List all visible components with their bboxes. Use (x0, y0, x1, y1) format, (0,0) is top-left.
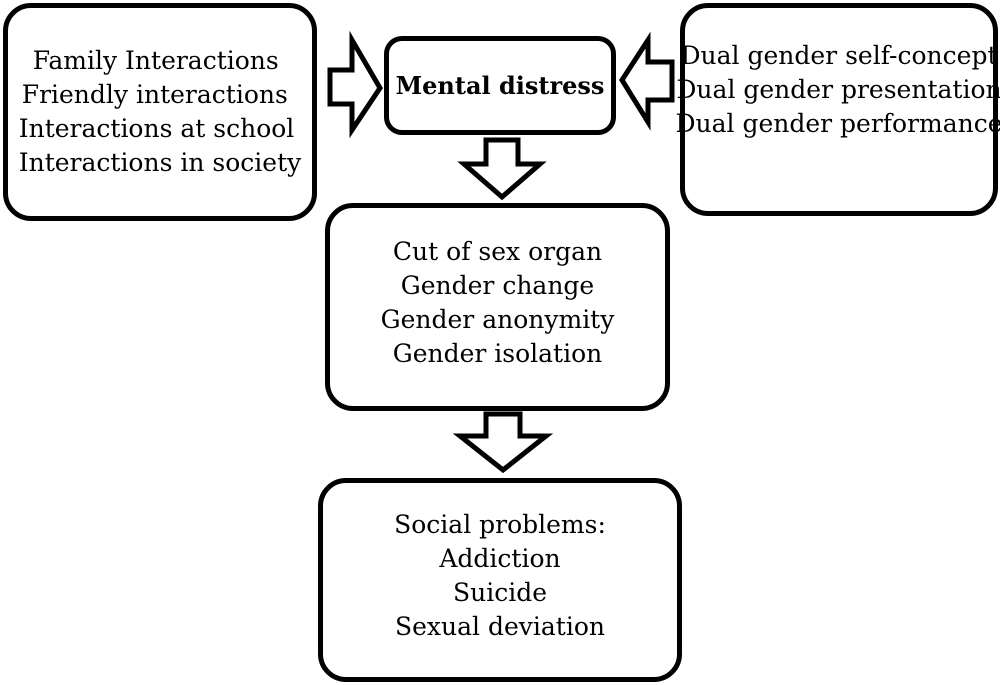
box-line: Sexual deviation (395, 612, 605, 641)
arrow-down-1 (457, 137, 547, 201)
box-line: Dual gender presentation (676, 74, 1000, 104)
box-line: Addiction (439, 544, 561, 573)
arrow-down-2 (452, 411, 554, 474)
gender-outcomes-box: Cut of sex organ Gender change Gender an… (325, 203, 670, 411)
box-line: Interactions at school (18, 114, 295, 143)
mental-distress-box: Mental distress (384, 36, 616, 135)
arrow-right (327, 30, 383, 139)
box-line: Dual gender self-concept (680, 40, 998, 70)
box-line: Suicide (452, 578, 548, 607)
box-line: Gender anonymity (380, 305, 615, 334)
box-line: Family Interactions (32, 46, 279, 75)
social-problems-box: Social problems: Addiction Suicide Sexua… (318, 478, 682, 682)
arrow-left (619, 31, 675, 131)
box-line: Gender change (400, 271, 595, 300)
box-line: Social problems: (394, 510, 606, 539)
mental-distress-title: Mental distress (395, 70, 605, 100)
social-interactions-box: Family Interactions Friendly interaction… (3, 3, 317, 221)
box-line: Friendly interactions (21, 80, 288, 109)
box-line: Gender isolation (392, 339, 603, 368)
box-line: Cut of sex organ (392, 237, 603, 266)
dual-gender-box: Dual gender self-concept Dual gender pre… (675, 3, 1000, 216)
box-line: Dual gender performance (675, 108, 1000, 138)
box-line: Interactions in society (18, 148, 302, 177)
